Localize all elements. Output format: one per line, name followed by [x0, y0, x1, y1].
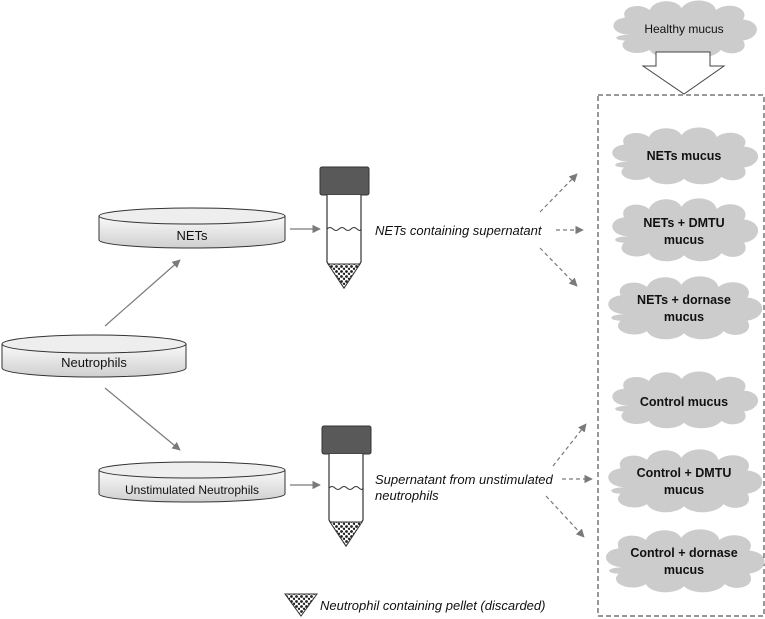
dashed-arrow-nets-3	[539, 247, 578, 287]
tube-unstimulated	[321, 425, 372, 548]
cloud-label-nets-dmtu-1: NETs + DMTU	[643, 216, 724, 230]
cloud-label-nets: NETs mucus	[647, 149, 722, 163]
cloud-label-control: Control mucus	[640, 395, 728, 409]
cloud-control-dmtu-mucus	[608, 449, 763, 513]
dashed-arrow-nets-1	[539, 173, 578, 213]
arrow-to-unstimulated	[104, 387, 181, 451]
pellet-icon	[329, 521, 363, 547]
pellet-icon	[327, 263, 361, 289]
dashed-arrow-control-1	[552, 423, 587, 467]
tube-nets	[319, 166, 370, 290]
cloud-label-control-dmtu-2: mucus	[664, 483, 704, 497]
dish-label-nets: NETs	[176, 228, 208, 243]
dish-label-neutrophils: Neutrophils	[61, 355, 127, 370]
cloud-label-control-dornase-2: mucus	[664, 563, 704, 577]
arrow-to-nets	[104, 259, 181, 327]
cloud-label-control-dornase-1: Control + dornase	[630, 546, 737, 560]
supernatant-label-unstim-1: Supernatant from unstimulated	[375, 472, 554, 487]
cloud-label-healthy: Healthy mucus	[644, 22, 723, 36]
supernatant-label-unstim-2: neutrophils	[375, 488, 439, 503]
legend-label-pellet: Neutrophil containing pellet (discarded)	[320, 598, 545, 613]
supernatant-label-nets: NETs containing supernatant	[375, 223, 543, 238]
cloud-label-nets-dornase-2: mucus	[664, 310, 704, 324]
dashed-arrow-control-3	[545, 495, 585, 538]
cloud-label-nets-dmtu-2: mucus	[664, 233, 704, 247]
cloud-control-dornase-mucus	[605, 529, 765, 593]
cloud-label-nets-dornase-1: NETs + dornase	[637, 293, 731, 307]
cloud-nets-dornase-mucus	[608, 276, 763, 340]
pellet-legend-icon	[284, 593, 318, 617]
mucus-group-box	[597, 94, 765, 617]
dish-nets: NETs	[98, 207, 286, 249]
dish-unstimulated: Unstimulated Neutrophils	[98, 461, 286, 503]
cloud-label-control-dmtu-1: Control + DMTU	[637, 466, 732, 480]
hollow-arrow-icon	[641, 51, 726, 95]
dish-label-unstimulated: Unstimulated Neutrophils	[125, 483, 259, 497]
dish-neutrophils: Neutrophils	[1, 334, 187, 378]
legend: Neutrophil containing pellet (discarded)	[284, 593, 545, 617]
